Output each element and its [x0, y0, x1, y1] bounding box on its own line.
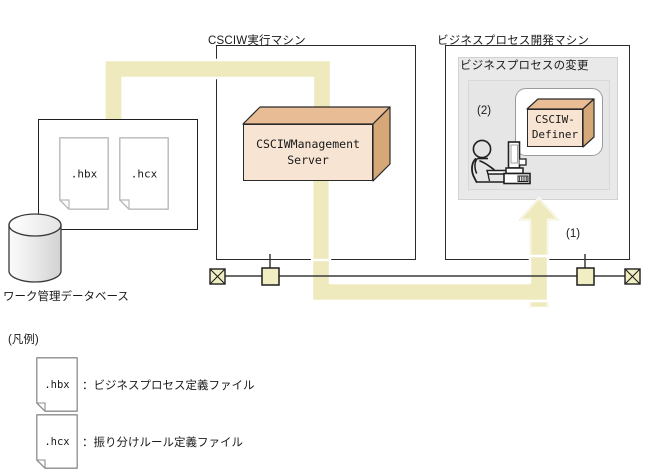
legend-separator-hbx: ：: [82, 379, 94, 392]
panel-title: ビジネスプロセスの変更: [460, 60, 589, 72]
legend-file-label-hcx: .hcx: [44, 435, 70, 448]
legend-title: (凡例): [8, 334, 39, 346]
definer-box-label: CSCIW- Definer: [531, 113, 579, 141]
step-1-label: (1): [566, 228, 581, 240]
csciw-definer-box: CSCIW- Definer: [526, 97, 595, 149]
legend-description-hbx: ビジネスプロセス定義ファイル: [93, 379, 255, 392]
legend-item-hcx: .hcx ： 振り分けルール定義ファイル: [36, 414, 243, 469]
flow-band-bottom: [305, 254, 555, 316]
exec-machine-title-line1: CSCIW実行マシン: [208, 35, 306, 47]
file-label-hbx: .hbx: [70, 167, 98, 180]
legend-file-label-hbx: .hbx: [44, 378, 70, 391]
legend-separator-hcx: ：: [82, 436, 94, 449]
legend-description-hcx: 振り分けルール定義ファイル: [93, 436, 244, 449]
server-box-label: CSCIWManagement Server: [256, 137, 360, 167]
step-2-label: (2): [477, 105, 492, 117]
server-box-front: CSCIWManagement Server: [243, 124, 373, 181]
file-icon-hcx: .hcx: [119, 137, 169, 210]
file-icon-hbx: .hbx: [59, 137, 109, 210]
dev-machine-title-line1: ビジネスプロセス開発マシン: [437, 35, 590, 47]
csciw-management-server-box: CSCIWManagement Server: [242, 102, 391, 187]
legend-file-icon-hbx: .hbx: [36, 357, 78, 412]
file-label-hcx: .hcx: [130, 167, 158, 180]
legend-file-icon-hcx: .hcx: [36, 414, 78, 469]
database-caption: ワーク管理データベース: [3, 291, 129, 303]
definer-box-front: CSCIW- Definer: [527, 109, 583, 147]
person-at-computer-icon: [468, 138, 538, 194]
network-bus: [205, 254, 645, 294]
legend-item-hbx: .hbx ： ビジネスプロセス定義ファイル: [36, 357, 255, 412]
work-management-database-icon: [7, 213, 63, 285]
